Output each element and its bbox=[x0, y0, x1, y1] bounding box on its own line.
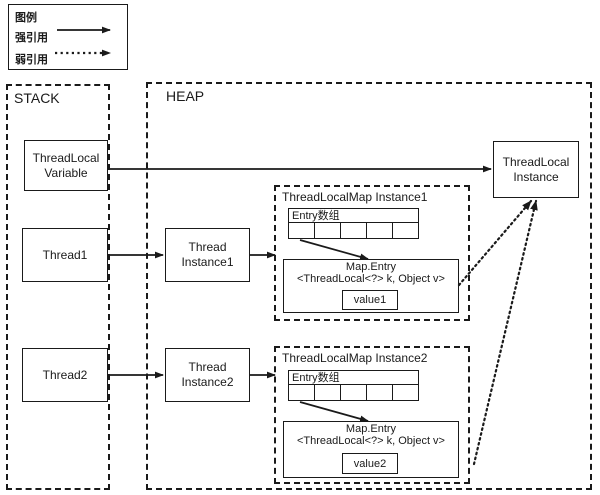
entry-array-1-cell[interactable] bbox=[341, 223, 367, 238]
node-threadlocal-instance-line1: ThreadLocal bbox=[502, 154, 570, 169]
stack-region bbox=[6, 84, 110, 490]
legend-title: 图例 bbox=[15, 12, 37, 24]
map-entry-1-signature: <ThreadLocal<?> k, Object v> bbox=[297, 273, 445, 285]
threadlocalmap-instance2-region bbox=[274, 346, 470, 484]
map-entry-2[interactable]: Map.Entry <ThreadLocal<?> k, Object v> v… bbox=[283, 421, 459, 478]
entry-array-1-label: Entry数组 bbox=[289, 209, 418, 223]
entry-array-2-cell[interactable] bbox=[341, 385, 367, 400]
map-entry-1-value-box[interactable]: value1 bbox=[342, 290, 398, 310]
node-thread-instance1-line2: Instance1 bbox=[181, 255, 234, 269]
node-thread2-label: Thread2 bbox=[42, 367, 88, 382]
entry-array-2-label: Entry数组 bbox=[289, 371, 418, 385]
node-threadlocal-variable[interactable]: ThreadLocal Variable bbox=[24, 140, 108, 191]
map-entry-2-value-box[interactable]: value2 bbox=[342, 453, 398, 474]
legend-panel: 图例 强引用 弱引用 bbox=[8, 4, 128, 70]
map-entry-2-signature: <ThreadLocal<?> k, Object v> bbox=[297, 435, 445, 447]
legend-label-weak-reference: 弱引用 bbox=[15, 54, 48, 66]
heap-region bbox=[146, 82, 592, 490]
threadlocalmap-instance2-label: ThreadLocalMap Instance2 bbox=[282, 351, 428, 365]
threadlocalmap-instance1-label: ThreadLocalMap Instance1 bbox=[282, 190, 428, 204]
node-threadlocal-instance[interactable]: ThreadLocal Instance bbox=[493, 141, 579, 198]
entry-array-2: Entry数组 bbox=[288, 370, 419, 401]
map-entry-2-value: value2 bbox=[353, 457, 387, 470]
entry-array-2-cell[interactable] bbox=[393, 385, 418, 400]
entry-array-1: Entry数组 bbox=[288, 208, 419, 239]
node-thread-instance1-line1: Thread bbox=[188, 240, 227, 254]
entry-array-2-cell[interactable] bbox=[315, 385, 341, 400]
entry-array-1-cell[interactable] bbox=[393, 223, 418, 238]
node-thread-instance1[interactable]: Thread Instance1 bbox=[165, 228, 250, 282]
node-thread1[interactable]: Thread1 bbox=[22, 228, 108, 282]
entry-array-1-cell[interactable] bbox=[367, 223, 393, 238]
node-thread-instance2[interactable]: Thread Instance2 bbox=[165, 348, 250, 402]
node-thread2[interactable]: Thread2 bbox=[22, 348, 108, 402]
stack-region-label: STACK bbox=[14, 90, 60, 106]
node-thread1-label: Thread1 bbox=[42, 247, 88, 262]
map-entry-1[interactable]: Map.Entry <ThreadLocal<?> k, Object v> v… bbox=[283, 259, 459, 313]
entry-array-1-cell[interactable] bbox=[289, 223, 315, 238]
map-entry-1-title: Map.Entry bbox=[345, 261, 397, 273]
heap-region-label: HEAP bbox=[166, 88, 205, 104]
node-thread-instance2-line2: Instance2 bbox=[181, 375, 234, 389]
node-threadlocal-instance-line2: Instance bbox=[513, 169, 559, 184]
map-entry-2-title: Map.Entry bbox=[345, 423, 397, 435]
node-threadlocal-variable-line1: ThreadLocal bbox=[32, 150, 100, 165]
entry-array-2-cell[interactable] bbox=[289, 385, 315, 400]
map-entry-1-value: value1 bbox=[353, 294, 387, 306]
entry-array-2-cell[interactable] bbox=[367, 385, 393, 400]
entry-array-1-cell[interactable] bbox=[315, 223, 341, 238]
node-thread-instance2-line1: Thread bbox=[188, 360, 227, 374]
node-threadlocal-variable-line2: Variable bbox=[44, 165, 88, 180]
legend-label-strong-reference: 强引用 bbox=[15, 32, 48, 44]
